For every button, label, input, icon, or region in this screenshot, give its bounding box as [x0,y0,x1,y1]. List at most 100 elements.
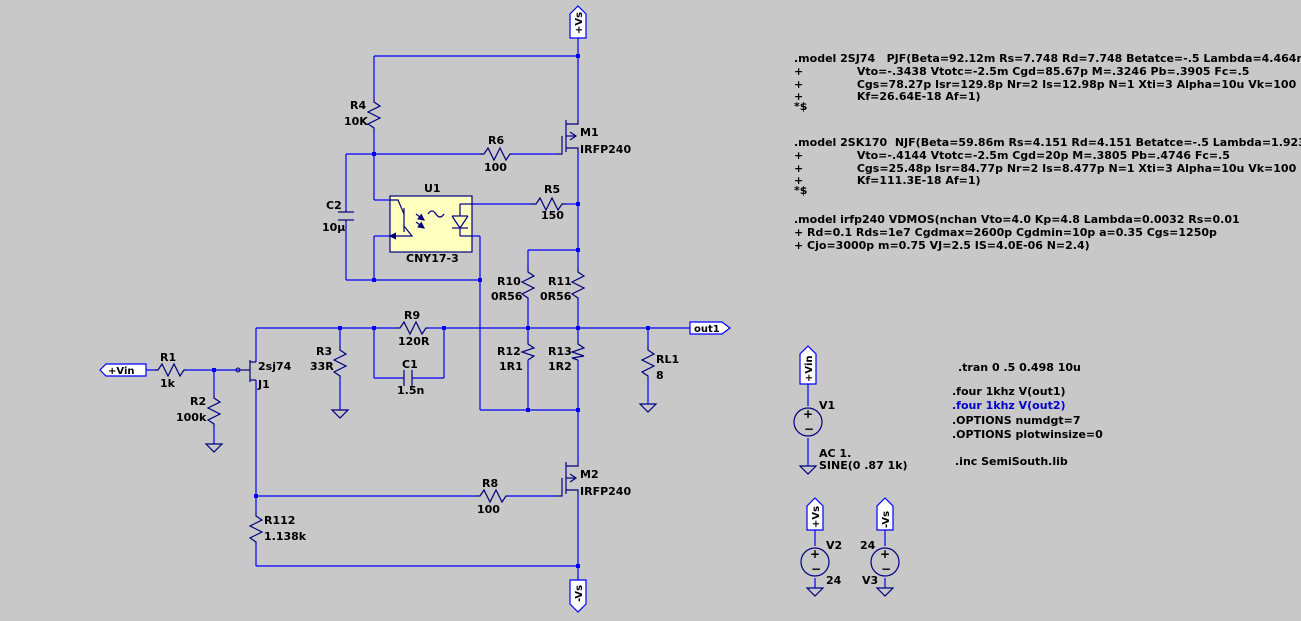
R10-resistor[interactable] [520,268,536,300]
svg-text:out1: out1 [694,324,720,335]
RL1-value: 8 [656,369,664,382]
R4-resistor[interactable] [366,98,382,130]
R4-value: 10K [344,115,368,128]
R1-value: 1k [160,377,176,390]
port-vs-bottom[interactable]: -Vs [569,579,587,613]
U1-value: CNY17-3 [406,252,459,265]
port-vs-top[interactable]: +Vs [569,5,587,39]
port-out1[interactable]: out1 [689,321,731,335]
R4-name: R4 [350,99,366,112]
R11-value: 0R56 [540,290,572,303]
four-out2-directive[interactable]: .four 1khz V(out2) [952,399,1066,412]
V1-voltage-source[interactable]: + − [793,407,823,437]
port-v3-vs[interactable]: -Vs [876,497,894,531]
C2-value: 10µ [322,221,345,234]
M2-value: IRFP240 [580,485,631,498]
R3-name: R3 [316,345,332,358]
options-plotwinsize-directive[interactable]: .OPTIONS plotwinsize=0 [952,428,1103,441]
R1-resistor[interactable] [154,362,186,378]
M1-name: M1 [580,126,599,139]
svg-text:+ Vto=-.4144 Vtot: + Vto=-.4144 Vtotc=-2.5m Cgd=20p M=.3805… [794,149,1230,162]
R10-value: 0R56 [491,290,523,303]
ground-symbols [204,403,895,597]
four-out1-directive[interactable]: .four 1khz V(out1) [952,385,1066,398]
M1-value: IRFP240 [580,143,631,156]
U1-optocoupler[interactable] [388,195,473,253]
spice-directives[interactable]: .model 2SJ74 PJF(Beta=92.12m Rs=7.748 Rd… [794,52,1301,468]
junction-dots [212,54,650,568]
model-irfp240-block[interactable]: .model irfp240 VDMOS(nchan Vto=4.0 Kp=4.… [794,213,1240,252]
tran-directive[interactable]: .tran 0 .5 0.498 10u [958,361,1081,374]
R2-value: 100k [176,411,207,424]
svg-text:+ Kf=111.3E-18 Af: + Kf=111.3E-18 Af=1) [794,174,981,187]
port-v2-vs[interactable]: +Vs [806,497,824,531]
V1-name: V1 [819,399,835,412]
R10-name: R10 [497,275,521,288]
M2-name: M2 [580,468,599,481]
svg-text:+: + [880,547,890,561]
R5-resistor[interactable] [530,196,566,212]
M1-mosfet[interactable] [556,120,579,155]
RL1-resistor[interactable] [640,346,656,378]
svg-text:*$: *$ [794,100,807,113]
svg-text:-Vs: -Vs [881,511,892,528]
svg-text:−: − [804,422,814,436]
R12-value: 1R1 [499,360,523,373]
C2-name: C2 [326,199,342,212]
R13-resistor[interactable] [570,340,586,361]
options-numdgt-directive[interactable]: .OPTIONS numdgt=7 [952,414,1081,427]
svg-text:+Vs: +Vs [811,506,822,528]
R6-name: R6 [488,134,504,147]
C1-value: 1.5n [397,384,424,397]
port-vin[interactable]: +Vin [99,363,147,377]
port-v1-vin[interactable]: +Vin [799,345,817,385]
V1-value2: SINE(0 .87 1k) [819,459,908,472]
svg-text:-Vs: -Vs [574,585,585,602]
svg-text:+: + [810,547,820,561]
svg-text:*$: *$ [794,184,807,197]
model-2sj74-block[interactable]: .model 2SJ74 PJF(Beta=92.12m Rs=7.748 Rd… [794,52,1301,113]
R112-resistor[interactable] [248,512,264,544]
R2-resistor[interactable] [206,394,222,426]
R3-resistor[interactable] [332,346,348,378]
svg-text:.model 2SJ74 PJF(Beta=92.12m: .model 2SJ74 PJF(Beta=92.12m Rs=7.748 Rd… [794,52,1301,65]
R112-value: 1.138k [264,530,307,543]
M2-mosfet[interactable] [556,462,579,497]
J1-jfet[interactable] [235,360,256,382]
C1-name: C1 [402,358,418,371]
R12-name: R12 [497,345,521,358]
svg-text:+ Cjo=3000p m=0.75 VJ=2.5 IS=4: + Cjo=3000p m=0.75 VJ=2.5 IS=4.0E-06 N=2… [794,239,1090,252]
R112-name: R112 [264,514,295,527]
U1-name: U1 [424,182,441,195]
inc-directive[interactable]: .inc SemiSouth.lib [955,455,1068,468]
R11-resistor[interactable] [570,268,586,300]
R3-value: 33R [310,360,334,373]
V3-voltage-source[interactable]: + − [870,547,900,577]
R9-name: R9 [404,309,420,322]
R6-resistor[interactable] [480,146,512,162]
V3-name: V3 [862,574,878,587]
R5-name: R5 [544,183,560,196]
J1-name: J1 [257,378,270,391]
model-2sk170-block[interactable]: .model 2SK170 NJF(Beta=59.86m Rs=4.151 R… [794,136,1301,197]
R8-name: R8 [482,477,498,490]
svg-text:−: − [811,562,821,576]
svg-text:−: − [881,562,891,576]
svg-text:+Vin: +Vin [108,366,135,377]
R13-name: R13 [548,345,572,358]
R1-name: R1 [160,351,176,364]
R8-resistor[interactable] [476,488,508,504]
R9-resistor[interactable] [396,320,428,336]
C2-capacitor[interactable] [338,210,354,222]
R12-resistor[interactable] [520,340,536,361]
C1-capacitor[interactable] [402,370,414,386]
R6-value: 100 [484,161,507,174]
svg-text:+: + [803,407,813,421]
RL1-name: RL1 [656,353,679,366]
R13-value: 1R2 [548,360,572,373]
svg-text:.model irfp240 VDMOS(nchan Vto: .model irfp240 VDMOS(nchan Vto=4.0 Kp=4.… [794,213,1240,226]
svg-text:+ Rd=0.1 Rds=1e7 Cgdmax=2600p: + Rd=0.1 Rds=1e7 Cgdmax=2600p Cgdmin=10p… [794,226,1217,239]
svg-text:+ Cgs=25.48p Isr=: + Cgs=25.48p Isr=84.77p Nr=2 Is=8.477p N… [794,162,1297,175]
V2-voltage-source[interactable]: + − [800,547,830,577]
